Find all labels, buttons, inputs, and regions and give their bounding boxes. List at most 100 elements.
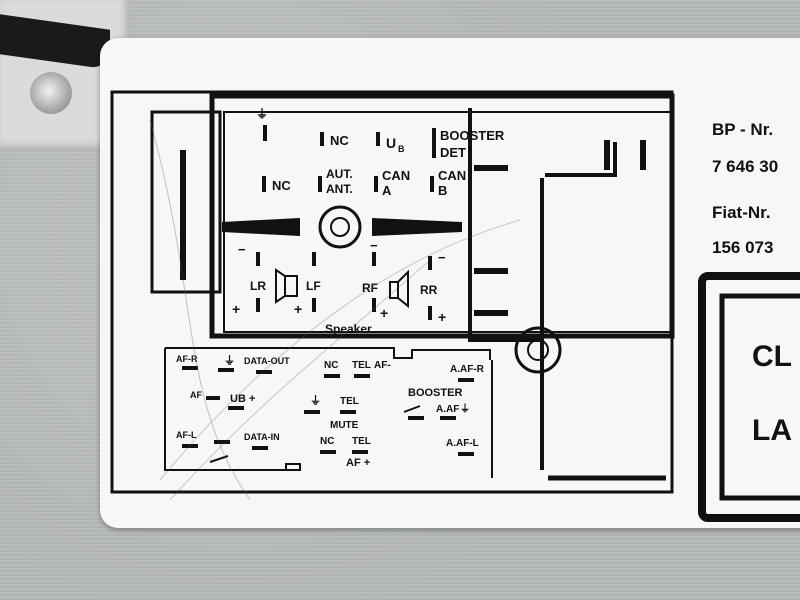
lr-plus: + bbox=[232, 301, 240, 317]
label-ub-plus: UB + bbox=[230, 393, 255, 405]
label-mute: MUTE bbox=[330, 420, 359, 431]
right-mount-hole-inner bbox=[527, 339, 549, 361]
right-tab-2 bbox=[474, 268, 508, 274]
pin-lf-plus bbox=[312, 298, 316, 312]
label-lr: LR bbox=[250, 279, 266, 293]
label-rf: RF bbox=[362, 281, 378, 295]
label-af-minus: AF- bbox=[374, 360, 391, 371]
rf-minus: − bbox=[370, 238, 378, 253]
label-data-out: DATA-OUT bbox=[244, 356, 290, 366]
right-tab-1 bbox=[474, 165, 508, 171]
ground-icon-3: ⏚ bbox=[460, 403, 470, 415]
right-mount-hole-icon bbox=[514, 326, 562, 374]
pin-lf-minus bbox=[312, 252, 316, 266]
left-connector-box bbox=[150, 110, 222, 294]
pin-aut-ant bbox=[318, 176, 322, 192]
pin-data-out bbox=[256, 370, 272, 374]
pin-af-gnd bbox=[206, 396, 220, 400]
bottom-key-notch bbox=[285, 463, 301, 471]
bp-nr-label: BP - Nr. bbox=[712, 120, 773, 139]
pin-af-r bbox=[182, 366, 198, 370]
pin-lr-minus bbox=[256, 252, 260, 266]
label-nc-a: NC bbox=[324, 360, 338, 371]
pin-tel-a bbox=[354, 374, 370, 378]
label-data-in: DATA-IN bbox=[244, 432, 280, 442]
label-af-l: AF-L bbox=[176, 430, 197, 440]
label-can-b-2: B bbox=[438, 183, 447, 198]
speaker-left-icon bbox=[284, 275, 298, 297]
pin-can-a bbox=[374, 176, 378, 192]
pin-tel-b bbox=[340, 410, 356, 414]
left-connector-bar bbox=[180, 150, 186, 280]
rf-plus: + bbox=[380, 305, 388, 321]
pin-rf-plus bbox=[372, 298, 376, 312]
scratch-mark bbox=[149, 119, 251, 501]
label-ub: U bbox=[386, 135, 396, 151]
ground-symbol-icon: ⏚ bbox=[256, 107, 268, 121]
speaker-right-cone bbox=[397, 269, 409, 309]
switch-icon bbox=[403, 405, 421, 413]
pin-a-af-r bbox=[458, 378, 474, 382]
label-ub-sub: B bbox=[398, 144, 405, 154]
fiat-nr-label: Fiat-Nr. bbox=[712, 203, 771, 222]
label-af-plus: AF + bbox=[346, 457, 370, 469]
class-label-inner-box bbox=[719, 293, 800, 501]
right-tab-3 bbox=[474, 310, 508, 316]
pin-nc-2 bbox=[262, 176, 266, 192]
pin-booster bbox=[408, 416, 424, 420]
pin-rr-minus bbox=[428, 256, 432, 270]
scratch-mark-3 bbox=[169, 259, 431, 501]
lr-minus: − bbox=[238, 242, 246, 257]
pinout-label-sticker bbox=[100, 38, 800, 528]
class-label-line1: CL bbox=[752, 340, 792, 373]
rail-left bbox=[222, 218, 300, 236]
pin-ub bbox=[376, 132, 380, 146]
pin-nc-a bbox=[324, 374, 340, 378]
scratch-mark-2 bbox=[159, 219, 521, 481]
label-tel-c: TEL bbox=[352, 436, 371, 447]
pin-ub-plus bbox=[228, 406, 244, 410]
right-pin-2 bbox=[640, 140, 646, 170]
pin-data-in bbox=[252, 446, 268, 450]
label-nc-2: NC bbox=[272, 178, 291, 193]
fiat-nr-value: 156 073 bbox=[712, 238, 773, 257]
label-a-af-l: A.AF-L bbox=[446, 438, 479, 449]
pin-ground-1 bbox=[218, 368, 234, 372]
pin-a-af bbox=[440, 416, 456, 420]
rail-right bbox=[372, 218, 462, 236]
pin-ground-2 bbox=[304, 410, 320, 414]
pin-a-af-l bbox=[458, 452, 474, 456]
speaker-left-cone bbox=[275, 268, 286, 304]
bp-nr-value: 7 646 30 bbox=[712, 157, 778, 176]
pin-nc-b bbox=[320, 450, 336, 454]
label-af-r: AF-R bbox=[176, 354, 198, 364]
label-booster-det-1: BOOSTER bbox=[440, 128, 505, 143]
label-nc-1: NC bbox=[330, 133, 349, 148]
pin-af-l bbox=[182, 444, 198, 448]
pin-rr-plus bbox=[428, 306, 432, 320]
right-block-outline bbox=[468, 108, 540, 342]
mount-hole-icon bbox=[318, 205, 362, 249]
class-label-line2: LA bbox=[752, 414, 792, 447]
pin-tel-c bbox=[352, 450, 368, 454]
pin-lr-plus bbox=[256, 298, 260, 312]
switch-icon-2 bbox=[209, 455, 229, 463]
label-booster-det-2: DET bbox=[440, 145, 466, 160]
rr-plus: + bbox=[438, 309, 446, 325]
ground-icon-2: ⏚ bbox=[310, 394, 321, 407]
ground-icon-1: ⏚ bbox=[224, 354, 235, 367]
pin-booster-det bbox=[432, 128, 436, 158]
label-aut-ant-1: AUT. bbox=[326, 167, 353, 181]
label-tel-b: TEL bbox=[340, 396, 359, 407]
screw-icon bbox=[30, 72, 72, 114]
label-speaker: Speaker bbox=[325, 322, 372, 336]
label-af-gnd: AF bbox=[190, 390, 202, 400]
label-can-a-2: A bbox=[382, 183, 392, 198]
class-label-box bbox=[698, 272, 800, 522]
rr-minus: − bbox=[438, 250, 446, 265]
pin-ground-top bbox=[263, 125, 267, 141]
mount-hole-inner bbox=[330, 217, 350, 237]
label-aut-ant-2: ANT. bbox=[326, 182, 353, 196]
pin-rf-minus bbox=[372, 252, 376, 266]
label-tel-a: TEL bbox=[352, 360, 371, 371]
